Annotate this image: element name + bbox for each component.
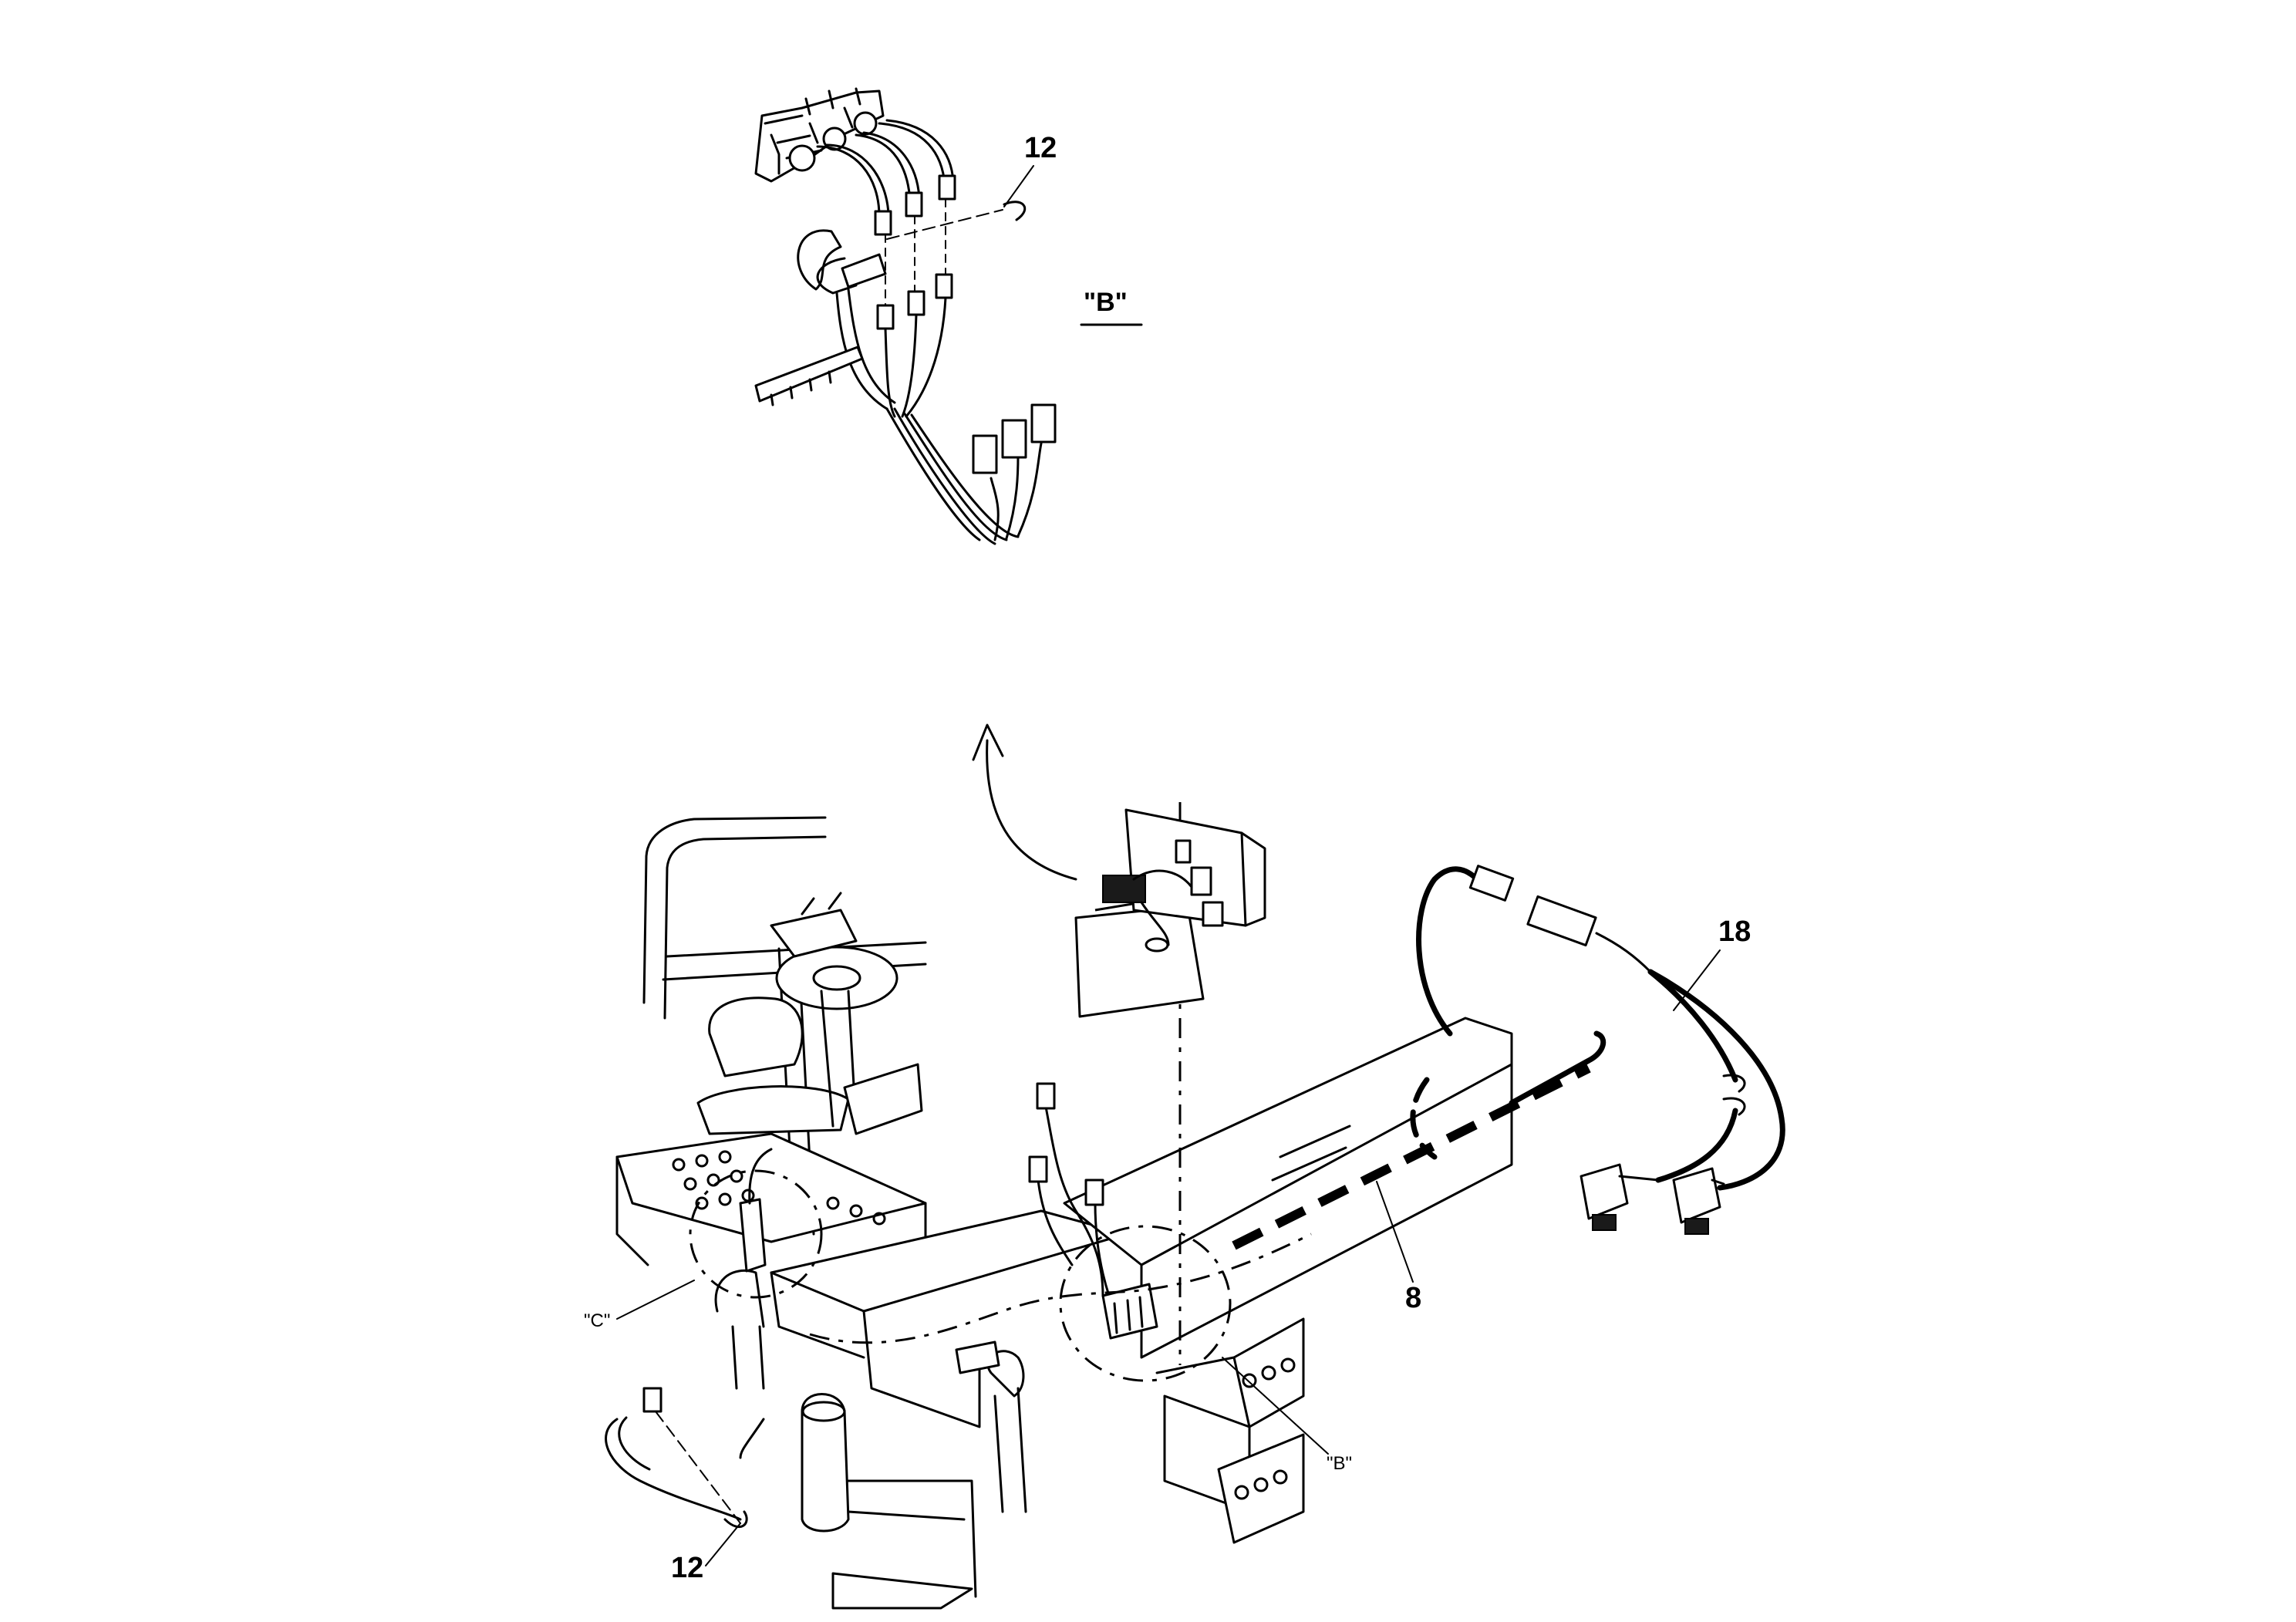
detail-b-circle <box>1059 1225 1232 1382</box>
connector-2 <box>905 191 923 218</box>
detail-b-heading: "B" <box>1084 288 1128 317</box>
steering-wheel <box>775 946 899 1010</box>
access-steps <box>1155 1317 1305 1544</box>
battery-box <box>1074 808 1266 1018</box>
connector-5 <box>907 290 925 316</box>
detail-c-label: "C" <box>584 1310 610 1331</box>
boom-frame <box>1063 1017 1513 1266</box>
callout-12-bottom: 12 <box>671 1552 703 1584</box>
connector-3 <box>938 174 956 201</box>
callout-18: 18 <box>1718 916 1751 948</box>
callout-12-top: 12 <box>1024 132 1057 164</box>
terminal-strip <box>754 346 864 406</box>
machine-frame <box>605 802 1785 1610</box>
harness-18 <box>1410 865 1785 1235</box>
detail-c-circle <box>689 1169 823 1299</box>
harness-bundle-b <box>835 288 1043 545</box>
detail-b-view: "B" 12 <box>754 87 1143 545</box>
clamp-12-bottom <box>605 1418 742 1521</box>
routed-harness-dashed <box>809 1233 1312 1344</box>
callout-8: 8 <box>1405 1282 1421 1314</box>
valve-wires <box>816 119 955 218</box>
sensor-1 <box>1580 1163 1629 1220</box>
lower-frame <box>714 1269 1027 1610</box>
harness-8 <box>1232 1064 1591 1250</box>
clamp-12-top <box>1003 201 1027 221</box>
bottom-harness <box>605 1387 765 1529</box>
terminal-connector-2 <box>1001 419 1027 459</box>
connector-1 <box>874 210 892 236</box>
arrow-to-detail-b <box>986 739 1077 881</box>
callouts: 18 8 12 "C" "B" <box>584 916 1751 1584</box>
connector-6 <box>935 273 953 299</box>
terminal-connector-3 <box>1030 403 1057 443</box>
detail-b-label: "B" <box>1327 1453 1352 1474</box>
sensor-2 <box>1672 1167 1721 1224</box>
connector-4 <box>876 304 895 330</box>
terminal-connector-1 <box>972 434 998 474</box>
center-harness <box>1028 1082 1158 1340</box>
floor-plate-holes <box>672 1150 886 1226</box>
